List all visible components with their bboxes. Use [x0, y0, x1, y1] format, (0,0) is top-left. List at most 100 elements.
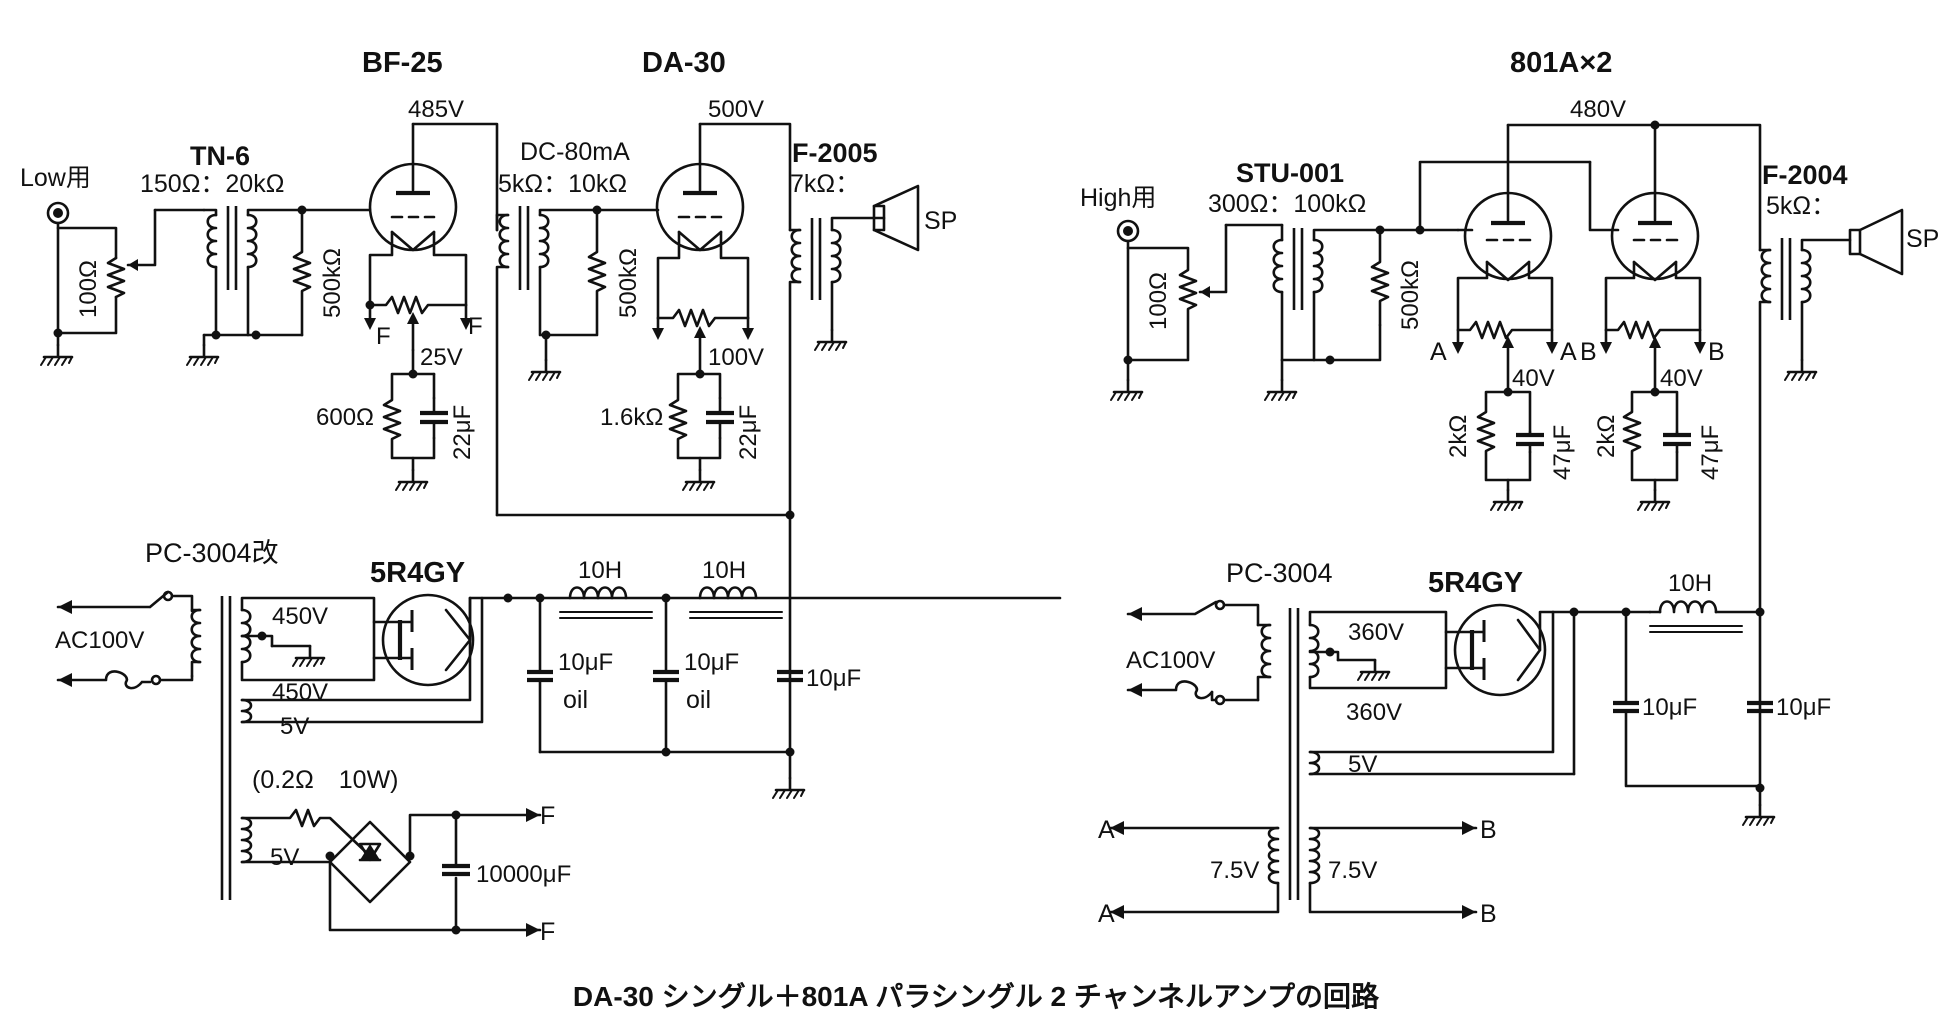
- filter-cap-2: [653, 669, 679, 754]
- ac-label-right: AC100V: [1126, 647, 1215, 674]
- rectifier-label: 5R4GY: [370, 557, 465, 589]
- cathode-rc-1: [382, 348, 448, 492]
- input-low-label: Low用: [20, 164, 91, 192]
- c2-type: oil: [686, 686, 711, 714]
- v450b-label: 450V: [272, 679, 328, 706]
- speaker-label-right: SP: [1906, 225, 1939, 253]
- heater-a1: A: [1098, 816, 1115, 844]
- c2-label: 10μF: [684, 649, 739, 676]
- c2-label-right: 10μF: [1776, 694, 1831, 721]
- k-v1-label: 40V: [1512, 365, 1555, 392]
- filter-cap-1: [527, 669, 553, 754]
- fa1-label: A: [1430, 338, 1447, 366]
- k1-cap: 22μF: [449, 405, 476, 460]
- out-tr-ratio-right: 5kΩ：: [1766, 192, 1836, 220]
- right-circuit: [1108, 120, 1904, 919]
- rectifier-5r4gy-right: [1444, 603, 1762, 788]
- tube-801a-1: [1456, 123, 1554, 332]
- grid-r1-value: 500kΩ: [319, 248, 346, 318]
- c3-label: 10μF: [806, 665, 861, 692]
- b-voltage-right: 480V: [1570, 96, 1626, 123]
- rectifier-label-right: 5R4GY: [1428, 567, 1523, 599]
- input-high-label: High用: [1080, 184, 1156, 212]
- tube-bf25: [368, 122, 499, 307]
- v360a-label: 360V: [1348, 619, 1404, 646]
- input-tr-label: TN-6: [190, 141, 250, 171]
- output-transformer-f2005: [785, 216, 886, 520]
- v450a-label: 450V: [272, 603, 328, 630]
- choke-10h-1: [559, 586, 653, 619]
- k1-voltage: 25V: [420, 344, 463, 371]
- input-jack-low: [39, 201, 74, 367]
- b2-voltage: 500V: [708, 96, 764, 123]
- interstage-transformer: [495, 205, 602, 517]
- input-tr-ratio-right: 300Ω：100kΩ: [1208, 190, 1366, 218]
- tube1-label: BF-25: [362, 47, 443, 79]
- speaker-label: SP: [924, 207, 957, 235]
- c1-label-right: 10μF: [1642, 694, 1697, 721]
- ac-label: AC100V: [55, 627, 144, 654]
- k-r1-label: 2kΩ: [1445, 415, 1472, 458]
- cathode-rc-right-2: [1622, 390, 1691, 512]
- k-c1-label: 47μF: [1549, 425, 1576, 480]
- heater-b1: B: [1480, 816, 1497, 844]
- input-transformer-tn6: [153, 205, 307, 367]
- choke2-label: 10H: [702, 557, 746, 584]
- out-tr-label: F-2005: [792, 138, 878, 168]
- out-f2-label: F: [540, 918, 555, 946]
- choke1-label: 10H: [578, 557, 622, 584]
- input-transformer-stu001: [1224, 160, 1592, 402]
- volume-pot-right: [1123, 223, 1228, 365]
- heater-v1: 7.5V: [1210, 857, 1259, 884]
- heater-v2: 7.5V: [1328, 857, 1377, 884]
- cathode-rc-right-1: [1476, 390, 1544, 512]
- grid-resistor-1: [292, 208, 312, 337]
- power-transformer-left: [58, 592, 484, 900]
- heater-v-label: 5V: [270, 844, 299, 871]
- k2-cap: 22μF: [735, 405, 762, 460]
- fa2-label: A: [1560, 338, 1577, 366]
- ptr-label: PC-3004改: [145, 538, 279, 568]
- left-circuit: [39, 122, 1062, 937]
- heater-supply-left: [240, 808, 542, 937]
- pot-value: 100Ω: [75, 260, 102, 318]
- input-tr-ratio: 150Ω：20kΩ: [140, 170, 284, 198]
- k-c2-label: 47μF: [1697, 425, 1724, 480]
- k2-voltage: 100V: [708, 344, 764, 371]
- pot-value-right: 100Ω: [1145, 272, 1172, 330]
- k2-resistor: 1.6kΩ: [600, 404, 663, 431]
- out-tr-ratio: 7kΩ：: [790, 170, 860, 198]
- fb1-label: B: [1580, 338, 1597, 366]
- b1-voltage: 485V: [408, 96, 464, 123]
- f1-label: F: [376, 323, 391, 350]
- res-note: (0.2Ω 10W): [252, 766, 399, 794]
- out-tr-label-right: F-2004: [1762, 160, 1848, 190]
- interstage-label: DC-80mA: [520, 138, 630, 166]
- tube-801a-1-hum-balance: [1452, 320, 1558, 397]
- input-tr-label-right: STU-001: [1236, 158, 1344, 188]
- c1-label: 10μF: [558, 649, 613, 676]
- out-f1-label: F: [540, 802, 555, 830]
- power-transformer-right: [1126, 599, 1576, 900]
- fb2-label: B: [1708, 338, 1725, 366]
- interstage-ratio: 5kΩ：10kΩ: [498, 170, 627, 198]
- k-r2-label: 2kΩ: [1593, 415, 1620, 458]
- choke-10h-right: [1648, 600, 1765, 633]
- output-transformer-f2004: [1758, 238, 1852, 790]
- tube-801a-2: [1506, 120, 1762, 332]
- heater-supply-right: [1108, 821, 1478, 919]
- f2-label: F: [468, 313, 483, 340]
- figure-caption: DA-30 シングル＋801A パラシングル 2 チャンネルアンプの回路: [572, 981, 1380, 1012]
- v5-label-right: 5V: [1348, 751, 1377, 778]
- filter-cap-3: [777, 669, 803, 683]
- volume-pot-100ohm: [53, 208, 157, 338]
- k1-resistor: 600Ω: [316, 404, 374, 431]
- speaker-icon-right: [1848, 208, 1904, 276]
- grid-resistor-2: [544, 208, 660, 337]
- tube2-hum-balance: [652, 308, 754, 379]
- ptr-label-right: PC-3004: [1226, 558, 1333, 588]
- right-labels: 801A×2 480V STU-001 300Ω：100kΩ High用 100…: [1080, 47, 1939, 928]
- big-cap-label: 10000μF: [476, 861, 571, 888]
- choke-10h-2: [689, 586, 783, 619]
- v5-label: 5V: [280, 713, 309, 740]
